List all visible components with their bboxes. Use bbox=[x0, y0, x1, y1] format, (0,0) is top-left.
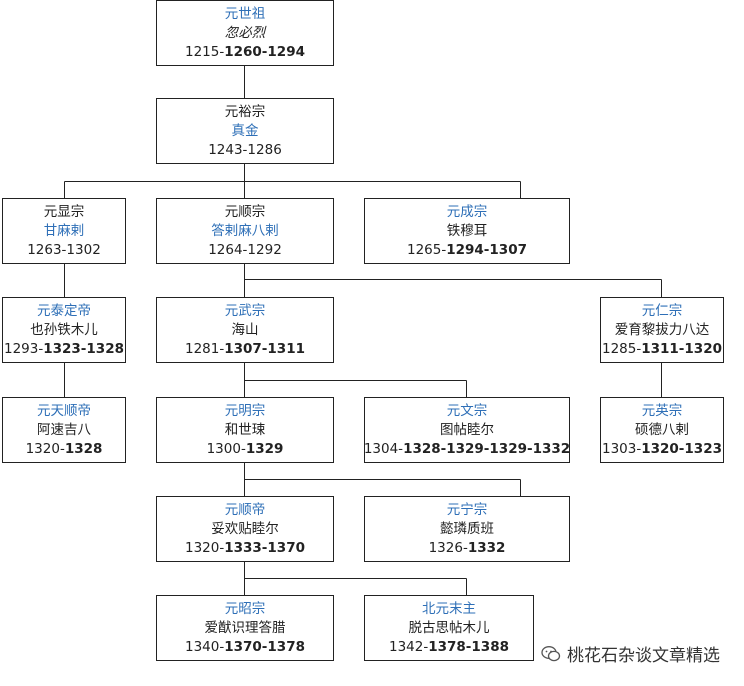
watermark: 桃花石杂谈文章精选 bbox=[541, 641, 720, 666]
node-name: 真金 bbox=[231, 122, 259, 139]
node-years: 1215-1260-1294 bbox=[185, 43, 305, 62]
node-years: 1263-1302 bbox=[27, 241, 101, 258]
node-title: 元明宗 bbox=[224, 402, 266, 419]
birth-year: 1304- bbox=[363, 440, 404, 457]
node-name: 阿速吉八 bbox=[37, 421, 91, 438]
node-years: 1303-1320-1323 bbox=[602, 440, 722, 459]
node-wuzong: 元武宗 海山 1281-1307-1311 bbox=[156, 297, 334, 363]
node-name: 硕德八剌 bbox=[635, 421, 689, 438]
reign-years: 1378-1388 bbox=[428, 638, 509, 655]
node-title: 元世祖 bbox=[224, 5, 266, 22]
reign-years: 1328 bbox=[64, 440, 103, 457]
node-yuzong: 元裕宗 真金 1243-1286 bbox=[156, 98, 334, 164]
birth-year: 1326- bbox=[428, 539, 468, 556]
birth-year: 1320- bbox=[25, 440, 65, 457]
node-name: 甘麻剌 bbox=[43, 222, 85, 239]
node-shundi: 元顺帝 妥欢贴睦尔 1320-1333-1370 bbox=[156, 496, 334, 562]
node-years: 1300-1329 bbox=[207, 440, 284, 459]
node-name: 答剌麻八剌 bbox=[211, 222, 279, 239]
node-mingzong: 元明宗 和世㻋 1300-1329 bbox=[156, 397, 334, 463]
birth-year: 1320- bbox=[185, 539, 225, 556]
node-years: 1342-1378-1388 bbox=[389, 638, 509, 657]
birth-year: 1265- bbox=[407, 241, 447, 258]
birth-year: 1342- bbox=[389, 638, 429, 655]
node-name: 和世㻋 bbox=[224, 421, 266, 438]
node-name: 也孙铁木儿 bbox=[30, 321, 98, 338]
node-years: 1285-1311-1320 bbox=[602, 340, 722, 359]
reign-years: 1307-1311 bbox=[224, 340, 305, 357]
node-title: 元顺帝 bbox=[224, 501, 266, 518]
reign-years: 1333-1370 bbox=[224, 539, 305, 556]
node-years: 1320-1328 bbox=[26, 440, 103, 459]
node-shizu: 元世祖 忽必烈 1215-1260-1294 bbox=[156, 0, 334, 66]
reign-years: 1323-1328 bbox=[43, 340, 124, 357]
watermark-text: 桃花石杂谈文章精选 bbox=[567, 646, 720, 666]
node-title: 元文宗 bbox=[446, 402, 488, 419]
node-beiyuan: 北元末主 脱古思帖木儿 1342-1378-1388 bbox=[364, 595, 534, 661]
node-name: 海山 bbox=[231, 321, 259, 338]
node-years: 1265-1294-1307 bbox=[407, 241, 527, 260]
birth-year: 1340- bbox=[185, 638, 225, 655]
node-name: 图帖睦尔 bbox=[440, 421, 494, 438]
node-years: 1320-1333-1370 bbox=[185, 539, 305, 558]
reign-years: 1260-1294 bbox=[224, 43, 305, 60]
node-years: 1281-1307-1311 bbox=[185, 340, 305, 359]
node-years: 1293-1323-1328 bbox=[4, 340, 124, 359]
reign-years: 1320-1323 bbox=[641, 440, 722, 457]
node-title: 元显宗 bbox=[43, 203, 85, 220]
reign-years: 1311-1320 bbox=[641, 340, 722, 357]
node-years: 1243-1286 bbox=[208, 141, 282, 158]
node-years: 1304-1328-1329-1329-1332 bbox=[364, 440, 570, 459]
node-title: 元英宗 bbox=[641, 402, 683, 419]
reign-years: 1329 bbox=[245, 440, 284, 457]
birth-year: 1215- bbox=[185, 43, 225, 60]
node-wenzong: 元文宗 图帖睦尔 1304-1328-1329-1329-1332 bbox=[364, 397, 570, 463]
node-shunzong: 元顺宗 答剌麻八剌 1264-1292 bbox=[156, 198, 334, 264]
node-chengzong: 元成宗 铁穆耳 1265-1294-1307 bbox=[364, 198, 570, 264]
node-title: 元仁宗 bbox=[641, 302, 683, 319]
node-title: 元顺宗 bbox=[224, 203, 266, 220]
node-name: 妥欢贴睦尔 bbox=[211, 520, 279, 537]
node-zhaozong: 元昭宗 爱猷识理答腊 1340-1370-1378 bbox=[156, 595, 334, 661]
node-name: 爱育黎拔力八达 bbox=[614, 321, 710, 338]
node-name: 忽必烈 bbox=[224, 24, 266, 41]
node-yingzong: 元英宗 硕德八剌 1303-1320-1323 bbox=[600, 397, 724, 463]
node-title: 元宁宗 bbox=[446, 501, 488, 518]
node-renzong: 元仁宗 爱育黎拔力八达 1285-1311-1320 bbox=[600, 297, 724, 363]
node-years: 1326-1332 bbox=[429, 539, 506, 558]
node-tianshun: 元天顺帝 阿速吉八 1320-1328 bbox=[2, 397, 126, 463]
birth-year: 1285- bbox=[602, 340, 642, 357]
node-title: 元天顺帝 bbox=[37, 402, 91, 419]
birth-year: 1300- bbox=[206, 440, 246, 457]
node-years: 1264-1292 bbox=[208, 241, 282, 258]
reign-years: 1332 bbox=[467, 539, 506, 556]
wechat-icon bbox=[541, 645, 561, 661]
node-title: 元昭宗 bbox=[224, 600, 266, 617]
node-title: 元武宗 bbox=[224, 302, 266, 319]
birth-year: 1281- bbox=[185, 340, 225, 357]
node-name: 懿璘质班 bbox=[440, 520, 494, 537]
reign-years: 1328-1329-1329-1332 bbox=[403, 440, 571, 457]
birth-year: 1303- bbox=[602, 440, 642, 457]
birth-year: 1293- bbox=[4, 340, 44, 357]
reign-years: 1294-1307 bbox=[446, 241, 527, 258]
node-title: 元成宗 bbox=[446, 203, 488, 220]
node-ningzong: 元宁宗 懿璘质班 1326-1332 bbox=[364, 496, 570, 562]
node-title: 北元末主 bbox=[422, 600, 476, 617]
node-taiding: 元泰定帝 也孙铁木儿 1293-1323-1328 bbox=[2, 297, 126, 363]
node-years: 1340-1370-1378 bbox=[185, 638, 305, 657]
node-xianzong: 元显宗 甘麻剌 1263-1302 bbox=[2, 198, 126, 264]
reign-years: 1370-1378 bbox=[224, 638, 305, 655]
node-title: 元泰定帝 bbox=[37, 302, 91, 319]
node-name: 铁穆耳 bbox=[446, 222, 488, 239]
node-name: 爱猷识理答腊 bbox=[204, 619, 286, 636]
node-title: 元裕宗 bbox=[224, 103, 266, 120]
node-name: 脱古思帖木儿 bbox=[408, 619, 490, 636]
